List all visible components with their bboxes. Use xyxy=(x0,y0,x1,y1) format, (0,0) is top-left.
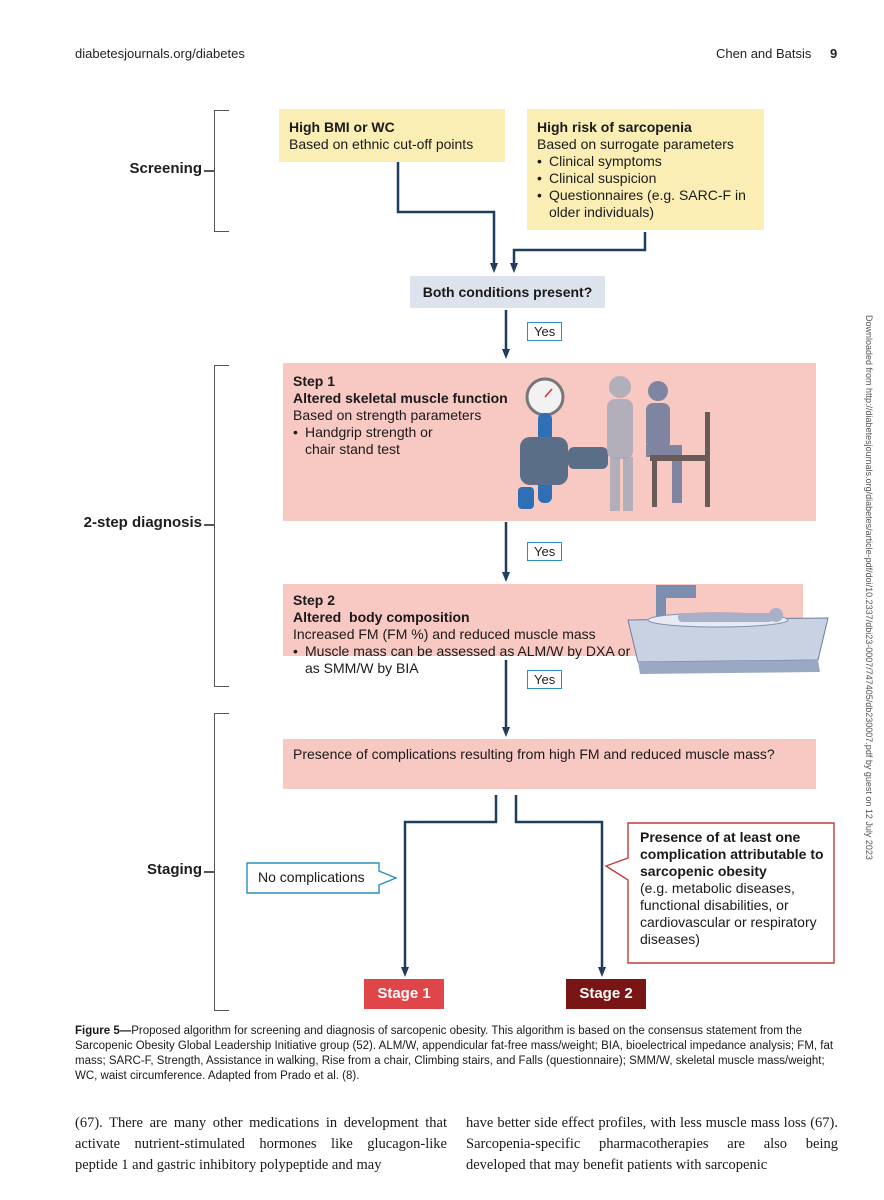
high-bmi-title: High BMI or WC xyxy=(289,119,395,135)
arrow-to-stage2 xyxy=(514,795,606,977)
screening-tick xyxy=(204,170,214,172)
stage-label-staging: Staging xyxy=(147,861,202,878)
step2-heading: Step 2 xyxy=(293,592,336,608)
stage-label-screening: Screening xyxy=(129,160,202,177)
no-complications-label: No complications xyxy=(258,869,365,885)
stage1-box: Stage 1 xyxy=(364,979,444,1009)
step1-subtitle: Based on strength parameters xyxy=(293,407,482,423)
complication-callout-shape xyxy=(604,822,835,964)
screening-bracket xyxy=(214,110,229,232)
figure-label: Figure 5— xyxy=(75,1025,132,1037)
handgrip-and-chair-illustration xyxy=(518,376,710,511)
complication-callout-text: Presence of at least one complication at… xyxy=(640,829,826,948)
list-item: Muscle mass can be assessed as ALM/W by … xyxy=(293,643,635,677)
step2-list: Muscle mass can be assessed as ALM/W by … xyxy=(293,643,793,677)
body-text-right: have better side effect profiles, with l… xyxy=(466,1115,838,1173)
figure-caption: Figure 5—Proposed algorithm for screenin… xyxy=(75,1024,845,1084)
sarcopenia-risk-title: High risk of sarcopenia xyxy=(537,119,692,135)
arrow-to-stage1 xyxy=(401,795,498,977)
dxa-scanner-illustration xyxy=(627,585,829,674)
yes-callout-2: Yes xyxy=(527,542,563,561)
list-item: Clinical suspicion xyxy=(537,170,754,187)
no-complications-callout-shape xyxy=(246,862,398,894)
complication-detail: (e.g. metabolic diseases, functional dis… xyxy=(640,880,817,947)
sarcopenia-risk-box: High risk of sarcopenia Based on surroga… xyxy=(527,109,764,230)
complications-question-box: Presence of complications resulting from… xyxy=(283,739,816,789)
staging-bracket xyxy=(214,713,229,1011)
sarcopenia-risk-subtitle: Based on surrogate parameters xyxy=(537,136,734,152)
high-bmi-box: High BMI or WC Based on ethnic cut-off p… xyxy=(279,109,505,162)
staging-tick xyxy=(204,871,214,873)
body-text-left: (67). There are many other medications i… xyxy=(75,1115,447,1173)
step2-subtitle: Increased FM (FM %) and reduced muscle m… xyxy=(293,626,596,642)
arrow-bmi-to-question xyxy=(396,162,498,273)
arrow-risk-to-question xyxy=(510,232,647,273)
flow-connectors xyxy=(396,162,647,977)
step1-title: Altered skeletal muscle function xyxy=(293,390,508,406)
list-item: Clinical symptoms xyxy=(537,153,754,170)
both-conditions-question: Both conditions present? xyxy=(410,276,605,308)
step2-title: Altered body composition xyxy=(293,609,470,625)
diagnosis-bracket xyxy=(214,365,229,687)
stage2-box: Stage 2 xyxy=(566,979,646,1009)
journal-url[interactable]: diabetesjournals.org/diabetes xyxy=(75,46,245,61)
list-item: Handgrip strength or chair stand test xyxy=(293,424,435,458)
figure-caption-text: Proposed algorithm for screening and dia… xyxy=(75,1025,834,1082)
list-item: Questionnaires (e.g. SARC-F in older ind… xyxy=(537,187,754,221)
yes-callout-1: Yes xyxy=(527,322,563,341)
page-number: 9 xyxy=(830,46,838,61)
step1-list: Handgrip strength or chair stand test xyxy=(293,424,806,458)
stage-label-diagnosis: 2-step diagnosis xyxy=(83,514,202,531)
diagnosis-tick xyxy=(204,524,214,526)
running-head-authors: Chen and Batsis xyxy=(716,46,812,61)
step1-heading: Step 1 xyxy=(293,373,336,389)
sarcopenia-risk-list: Clinical symptoms Clinical suspicion Que… xyxy=(537,153,754,221)
high-bmi-subtitle: Based on ethnic cut-off points xyxy=(289,136,474,152)
complication-title: Presence of at least one complication at… xyxy=(640,829,824,879)
